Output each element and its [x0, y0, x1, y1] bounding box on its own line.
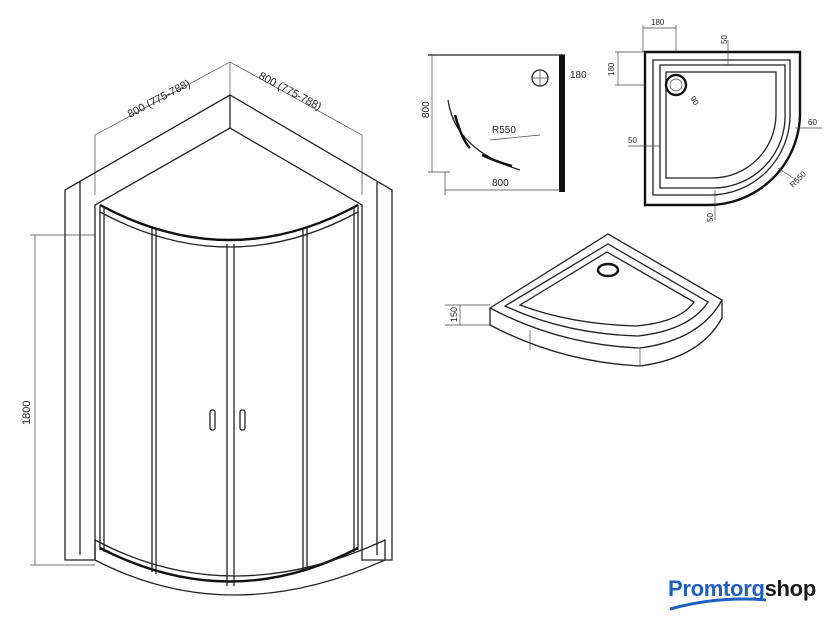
tray-isometric: 150 — [445, 233, 723, 367]
width-left-label: 800 (775-788) — [126, 78, 193, 121]
plan-bottom-label: 800 — [492, 178, 509, 189]
plan-radius-label: R550 — [492, 125, 516, 136]
tray-drain-y-label: 180 — [607, 62, 616, 76]
width-right-label: 800 (775-788) — [257, 70, 324, 113]
tray-drain-x-label: 180 — [651, 18, 665, 27]
door-handle-left — [209, 409, 216, 431]
door-handle-right — [239, 409, 246, 431]
tray-radius-label: R550 — [788, 169, 808, 189]
logo-part1: Promtorg — [668, 576, 765, 601]
logo-swoosh-icon — [669, 597, 767, 611]
logo-part2: shop — [764, 576, 817, 601]
height-label: 1800 — [21, 401, 33, 425]
tray-drain-diameter-label: 90 — [688, 95, 701, 108]
tray-plan: 180 180 50 90 50 60 R550 50 — [607, 18, 822, 222]
shower-enclosure: 800 (775-788) 800 (775-788) 1800 — [21, 61, 393, 596]
promtorgshop-logo[interactable]: Promtorgshop — [668, 576, 817, 611]
iso-drain-icon — [596, 262, 620, 278]
plan-drain-label: 180 — [570, 70, 587, 81]
tray-top-rim-label: 50 — [720, 35, 729, 44]
wall — [559, 55, 565, 192]
tray-right-rim-label: 60 — [808, 118, 817, 127]
plan-side-label: 800 — [421, 101, 432, 118]
tray-bottom-rim-label: 50 — [706, 213, 715, 222]
tray-left-rim-label: 50 — [628, 136, 637, 145]
tray-drain-icon — [664, 73, 688, 97]
plan-view: 800 800 180 R550 — [421, 54, 587, 195]
tray-height-label: 150 — [449, 307, 459, 322]
